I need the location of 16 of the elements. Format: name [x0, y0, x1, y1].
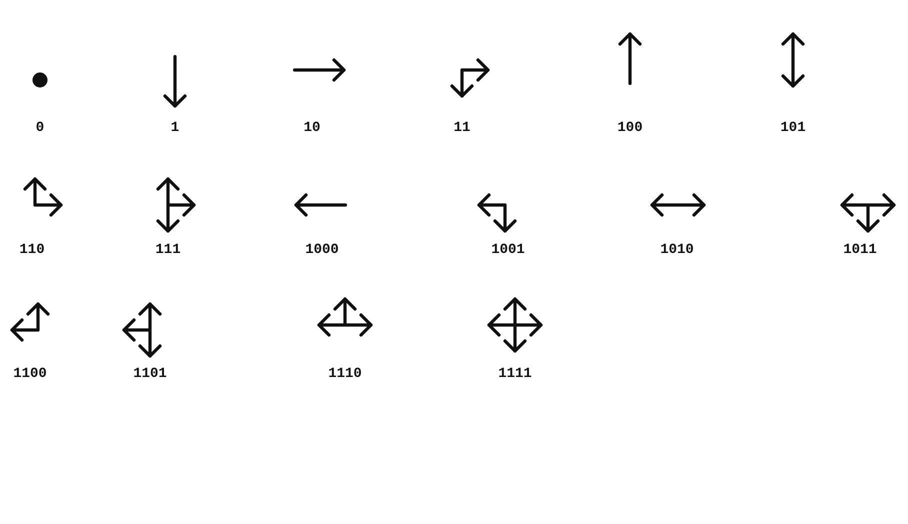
code-label: 1000 [305, 242, 339, 258]
code-label: 1101 [133, 366, 167, 382]
code-label: 10 [304, 120, 320, 136]
code-label: 1100 [13, 366, 47, 382]
code-label: 1010 [660, 242, 694, 258]
code-label: 111 [155, 242, 181, 258]
code-label: 100 [617, 120, 643, 136]
code-label: 1 [170, 120, 180, 136]
code-label: 110 [19, 242, 45, 258]
code-label: 0 [36, 120, 44, 136]
code-label: 1011 [843, 242, 877, 258]
code-label: 1110 [328, 366, 362, 382]
code-label: 1111 [498, 366, 532, 382]
code-label: 11 [454, 120, 470, 136]
code-label: 1001 [491, 242, 525, 258]
code-label: 101 [780, 120, 806, 136]
